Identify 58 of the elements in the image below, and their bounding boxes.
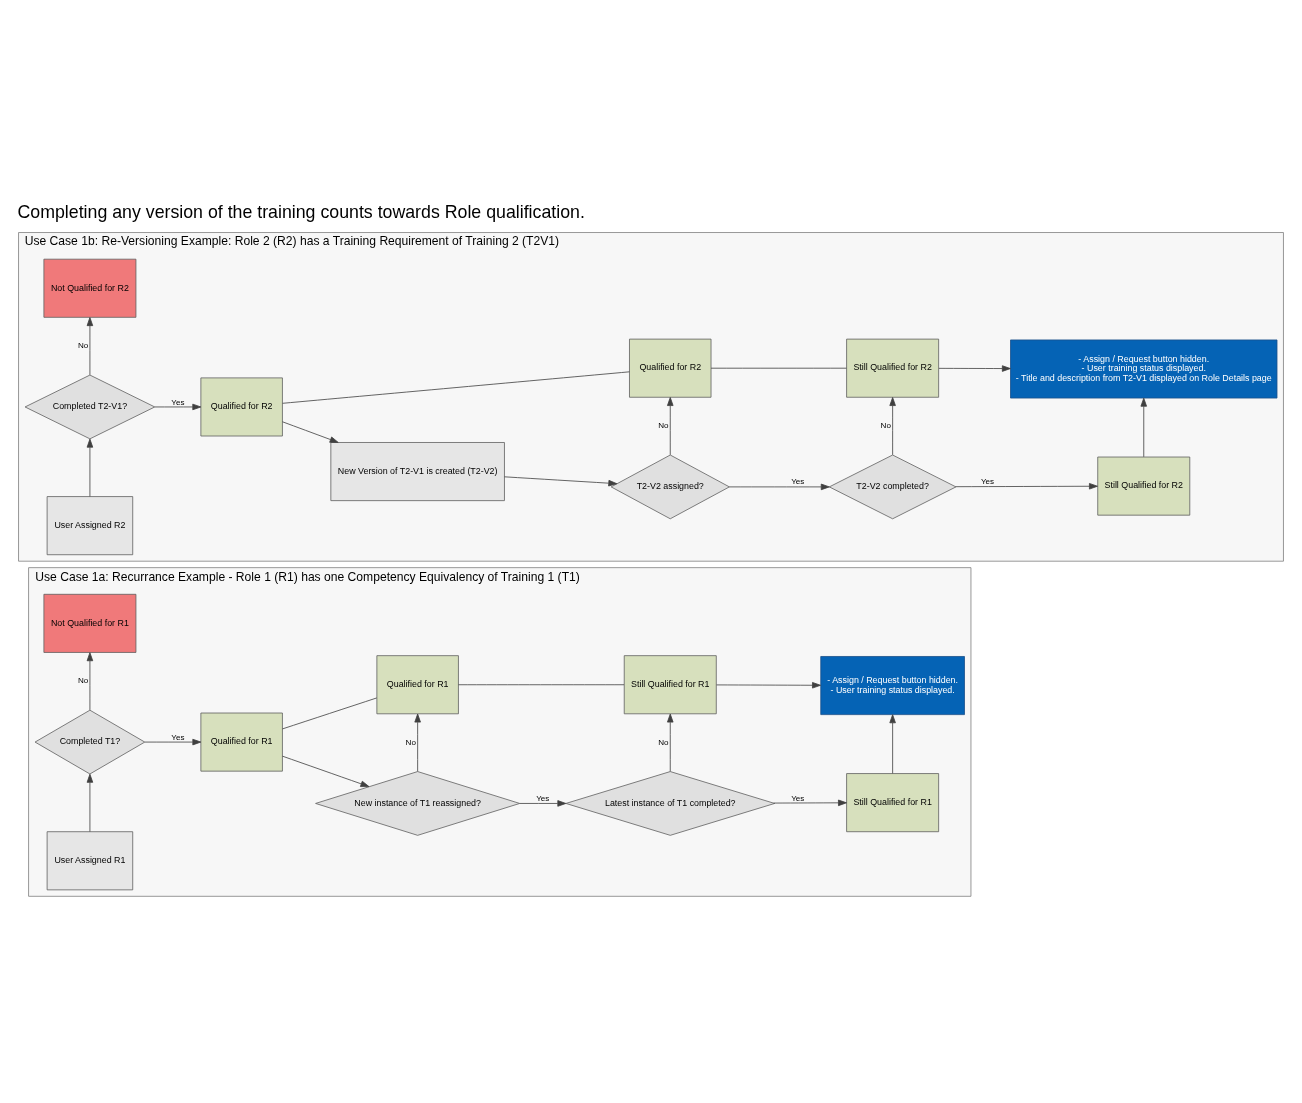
arrow bbox=[144, 738, 202, 746]
connector bbox=[458, 684, 625, 686]
arrow bbox=[1140, 397, 1147, 458]
arrow bbox=[519, 800, 567, 807]
node-box: Qualified for R2 bbox=[200, 377, 283, 437]
node-box: Still Qualified for R1 bbox=[623, 655, 717, 715]
arrow bbox=[154, 403, 202, 411]
arrow bbox=[86, 652, 94, 711]
edge-label: No bbox=[77, 341, 89, 351]
edge-label: Yes bbox=[536, 794, 550, 804]
connector bbox=[282, 697, 378, 730]
node-box: User Assigned R2 bbox=[46, 496, 134, 556]
edge-label: Yes bbox=[171, 397, 185, 407]
arrow bbox=[414, 713, 421, 772]
arrow bbox=[889, 714, 896, 774]
node-diamond: T2-V2 completed? bbox=[828, 454, 957, 520]
node-box: - Assign / Request button hidden. - User training status displayed. bbox=[820, 656, 965, 716]
edge-label: Yes bbox=[171, 732, 185, 742]
arrow bbox=[889, 397, 896, 456]
arrow bbox=[86, 317, 94, 376]
node-box: Not Qualified for R1 bbox=[43, 593, 137, 653]
arrow bbox=[282, 421, 339, 443]
arrow bbox=[86, 773, 94, 832]
arrow bbox=[716, 682, 821, 689]
node-box: Still Qualified for R2 bbox=[846, 338, 940, 398]
edge-label: Yes bbox=[980, 477, 995, 487]
arrow bbox=[282, 755, 370, 787]
arrow bbox=[667, 713, 674, 772]
arrow bbox=[86, 438, 94, 497]
node-box: Still Qualified for R2 bbox=[1097, 456, 1191, 516]
edge-label: No bbox=[658, 421, 669, 431]
node-box: - Assign / Request button hidden. - User training status displayed. - Title and description from T2-V1 displayed on Role Details page bbox=[1010, 339, 1278, 399]
arrow bbox=[667, 397, 674, 456]
node-box: User Assigned R1 bbox=[46, 831, 134, 891]
node-diamond: New instance of T1 reassigned? bbox=[315, 771, 521, 836]
node-box: Not Qualified for R2 bbox=[43, 258, 137, 318]
arrow bbox=[955, 483, 1098, 490]
node-box: New Version of T2-V1 is created (T2-V2) bbox=[330, 442, 505, 502]
node-diamond: Completed T2-V1? bbox=[24, 374, 156, 440]
node-box: Qualified for R1 bbox=[200, 712, 283, 772]
edge-label: No bbox=[77, 676, 89, 686]
node-box: Qualified for R1 bbox=[376, 655, 459, 715]
arrow bbox=[938, 365, 1011, 372]
connector bbox=[282, 371, 630, 404]
node-diamond: Latest instance of T1 completed? bbox=[565, 771, 776, 836]
edge-label: No bbox=[658, 737, 669, 747]
node-box: Qualified for R2 bbox=[629, 338, 712, 398]
edge-label: No bbox=[405, 737, 416, 747]
diagram-title: Completing any version of the training counts towards Role qualification. bbox=[17, 201, 585, 222]
arrow bbox=[504, 476, 618, 487]
edge-label: Yes bbox=[791, 477, 805, 487]
arrow bbox=[728, 483, 830, 491]
connector bbox=[710, 367, 847, 369]
edge-label: Yes bbox=[791, 794, 805, 804]
node-box: Still Qualified for R1 bbox=[846, 773, 940, 833]
arrow bbox=[773, 799, 847, 807]
edge-label: No bbox=[880, 421, 891, 431]
node-diamond: Completed T1? bbox=[34, 709, 146, 775]
